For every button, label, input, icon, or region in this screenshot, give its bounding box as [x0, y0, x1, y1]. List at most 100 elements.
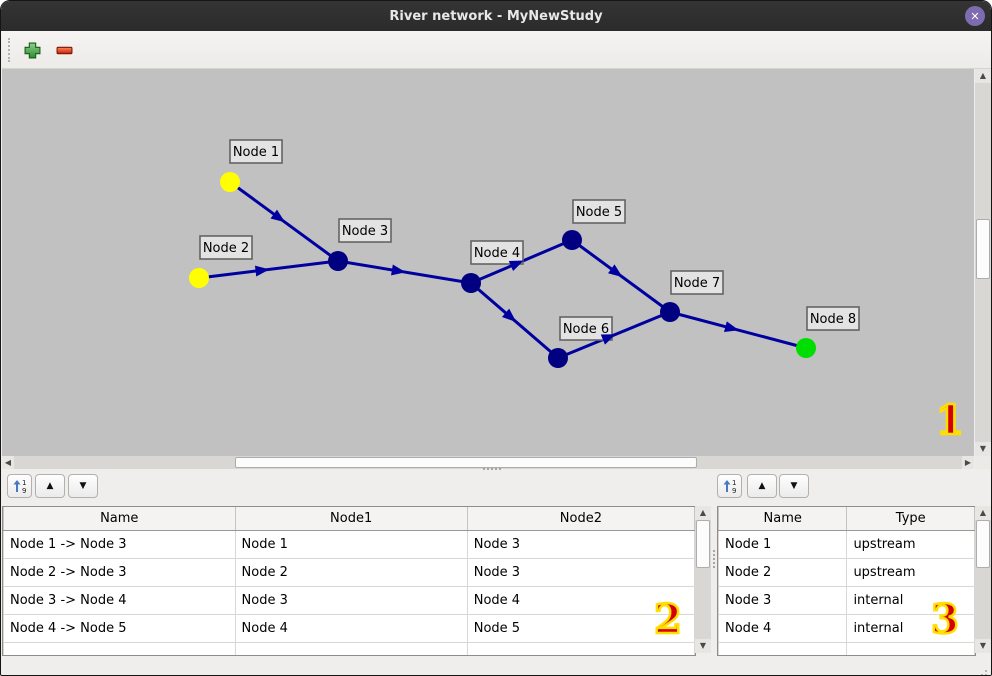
table-cell[interactable]: Node 4: [718, 613, 848, 643]
table-cell[interactable]: Node 5: [466, 613, 695, 643]
node-node-5[interactable]: [562, 230, 582, 250]
scroll-up-icon[interactable]: ▲: [975, 69, 991, 83]
svg-text:9: 9: [22, 487, 26, 494]
node-label-box-node-4[interactable]: [470, 240, 524, 265]
node-label-node-4[interactable]: Node 4: [474, 246, 520, 261]
column-header-node2[interactable]: Node2: [466, 507, 695, 531]
nodes-table-scrollbar[interactable]: ▲ ▼: [975, 506, 991, 653]
move-node-up-button[interactable]: ▲: [747, 474, 777, 498]
scrollbar-thumb[interactable]: [976, 219, 990, 279]
node-label-node-8[interactable]: Node 8: [810, 312, 856, 327]
node-label-box-node-7[interactable]: [670, 270, 724, 295]
table-cell[interactable]: Node 3 -> Node 4: [3, 585, 236, 615]
node-node-3[interactable]: [328, 251, 348, 271]
scrollbar-thumb[interactable]: [696, 520, 710, 568]
node-label-box-node-2[interactable]: [199, 235, 253, 260]
table-cell[interactable]: Node 1: [718, 529, 848, 559]
node-label-node-3[interactable]: Node 3: [342, 224, 388, 239]
node-label-box-node-3[interactable]: [338, 218, 392, 243]
sort-nodes-button[interactable]: 1 9: [717, 474, 742, 498]
network-canvas[interactable]: Node 1 Node 2 Node 3 Node 4 Node 5 Node 6 Node…: [2, 69, 974, 456]
move-reach-down-button[interactable]: ▼: [68, 474, 98, 498]
window-title: River network - MyNewStudy: [389, 8, 603, 24]
remove-node-button[interactable]: [53, 39, 75, 61]
node-label-box-node-6[interactable]: [559, 316, 613, 341]
node-label-box-node-1[interactable]: [229, 139, 283, 164]
column-header-node1[interactable]: Node1: [234, 507, 468, 531]
column-header-type[interactable]: Type: [846, 507, 975, 531]
node-label-node-6[interactable]: Node 6: [563, 322, 609, 337]
table-cell[interactable]: Node 4: [234, 613, 468, 643]
horizontal-splitter-handle[interactable]: [483, 468, 501, 470]
scroll-up-icon[interactable]: ▲: [695, 506, 711, 520]
table-cell[interactable]: internal: [846, 585, 975, 615]
canvas-vertical-scrollbar[interactable]: ▲ ▼: [975, 69, 991, 456]
move-reach-up-button[interactable]: ▲: [35, 474, 65, 498]
table-cell[interactable]: Node 4 -> Node 5: [3, 613, 236, 643]
node-node-4[interactable]: [461, 273, 481, 293]
table-cell[interactable]: Node 1: [234, 529, 468, 559]
titlebar[interactable]: River network - MyNewStudy ✕: [1, 1, 991, 31]
scroll-left-icon[interactable]: ◀: [2, 456, 14, 469]
table-cell[interactable]: upstream: [846, 529, 975, 559]
table-row-partial: [718, 641, 975, 655]
add-node-button[interactable]: [21, 39, 43, 61]
node-label-node-5[interactable]: Node 5: [576, 205, 622, 220]
edge-arrowhead: [508, 260, 524, 272]
table-cell[interactable]: upstream: [846, 557, 975, 587]
column-header-name[interactable]: Name: [718, 507, 848, 531]
scrollbar-thumb[interactable]: [976, 520, 990, 568]
reaches-table-scrollbar[interactable]: ▲ ▼: [695, 506, 711, 653]
table-cell[interactable]: Node 2: [718, 557, 848, 587]
close-button[interactable]: ✕: [965, 6, 985, 26]
table-cell[interactable]: Node 1 -> Node 3: [3, 529, 236, 559]
node-label-node-1[interactable]: Node 1: [233, 145, 279, 160]
sort-reaches-button[interactable]: 1 9: [7, 474, 32, 498]
scroll-down-icon[interactable]: ▼: [975, 442, 991, 456]
scroll-up-icon[interactable]: ▲: [975, 506, 991, 520]
up-arrow-icon: ▲: [758, 481, 766, 491]
table-cell[interactable]: internal: [846, 613, 975, 643]
move-node-down-button[interactable]: ▼: [779, 474, 809, 498]
node-node-2[interactable]: [189, 268, 209, 288]
scroll-down-icon[interactable]: ▼: [975, 639, 991, 653]
node-node-6[interactable]: [548, 348, 568, 368]
table-cell[interactable]: Node 3: [718, 585, 848, 615]
resize-grip[interactable]: [985, 670, 987, 672]
edge-arrowhead: [600, 334, 616, 345]
table-cell[interactable]: Node 3: [466, 557, 695, 587]
edge-arrowhead: [723, 321, 739, 332]
node-node-8[interactable]: [796, 338, 816, 358]
node-node-1[interactable]: [220, 172, 240, 192]
toolbar-drag-handle[interactable]: [8, 38, 11, 62]
scrollbar-thumb[interactable]: [235, 457, 697, 468]
canvas-horizontal-scrollbar[interactable]: ◀ ▶: [2, 456, 974, 469]
node-label-box-node-8[interactable]: [806, 306, 860, 331]
node-label-box-node-5[interactable]: [572, 199, 626, 224]
scroll-right-icon[interactable]: ▶: [962, 456, 974, 469]
node-label-node-2[interactable]: Node 2: [203, 241, 249, 256]
minus-icon: [56, 46, 72, 54]
node-label-node-7[interactable]: Node 7: [674, 276, 720, 291]
table-cell[interactable]: Node 3: [466, 529, 695, 559]
node-node-7[interactable]: [660, 302, 680, 322]
column-header-name[interactable]: Name: [3, 507, 236, 531]
table-cell[interactable]: Node 3: [234, 585, 468, 615]
table-cell[interactable]: Node 2 -> Node 3: [3, 557, 236, 587]
scroll-down-icon[interactable]: ▼: [695, 639, 711, 653]
table-cell[interactable]: Node 4: [466, 585, 695, 615]
table-cell[interactable]: Node 2: [234, 557, 468, 587]
vertical-splitter-handle[interactable]: [713, 550, 715, 568]
